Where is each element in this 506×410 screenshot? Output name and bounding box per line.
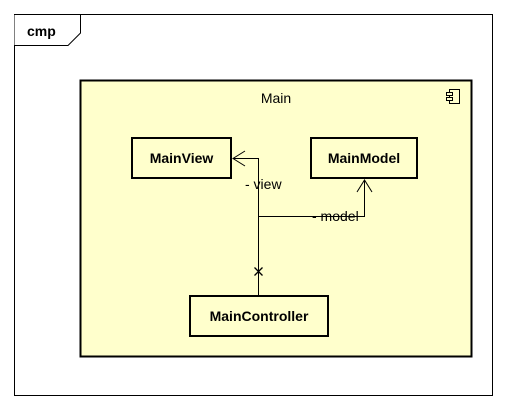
class-mainmodel[interactable]: MainModel — [310, 137, 418, 179]
non-navigable-marker — [254, 267, 263, 276]
association-model-arrowhead — [356, 179, 373, 193]
association-view-arrowhead — [232, 150, 246, 167]
class-mainview-label: MainView — [150, 150, 214, 166]
class-maincontroller-label: MainController — [210, 308, 309, 324]
association-model-role: - model — [312, 208, 359, 224]
class-mainmodel-label: MainModel — [328, 150, 400, 166]
association-view-line[interactable] — [233, 158, 259, 297]
component-icon — [446, 89, 460, 104]
frame-label: cmp — [27, 23, 56, 39]
frame-tab — [14, 14, 81, 46]
association-model-line[interactable] — [258, 180, 365, 217]
association-view-role: - view — [245, 176, 282, 192]
class-maincontroller[interactable]: MainController — [189, 295, 329, 337]
component-name: Main — [261, 90, 291, 106]
class-mainview[interactable]: MainView — [131, 137, 232, 179]
